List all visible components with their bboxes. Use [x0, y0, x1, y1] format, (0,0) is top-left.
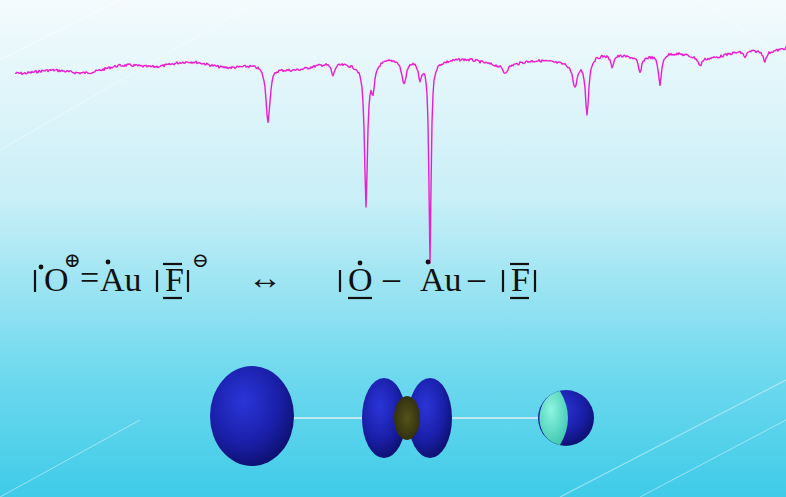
- atom-symbol: O: [348, 263, 373, 297]
- atom-symbol: F: [165, 263, 184, 297]
- charge-symbol: ⊕: [64, 250, 81, 270]
- charge-symbol: ⊖: [192, 250, 209, 270]
- lewis-marks: [35, 260, 535, 298]
- orbital-isosurface: [210, 366, 594, 466]
- bond-symbol: –: [468, 261, 485, 295]
- fluorine-lobe: [538, 390, 594, 446]
- gold-torus: [394, 396, 420, 440]
- ir-spectrum: [15, 47, 786, 264]
- atom-symbol: F: [511, 263, 530, 297]
- bond-symbol: =: [80, 261, 99, 295]
- oxygen-lobe: [210, 366, 294, 466]
- resonance-arrow: ↔: [248, 261, 282, 295]
- atom-symbol: Au: [100, 263, 142, 297]
- fluorine-lobe: [540, 391, 568, 445]
- atom-symbol: Au: [420, 263, 462, 297]
- bond-symbol: –: [383, 261, 400, 295]
